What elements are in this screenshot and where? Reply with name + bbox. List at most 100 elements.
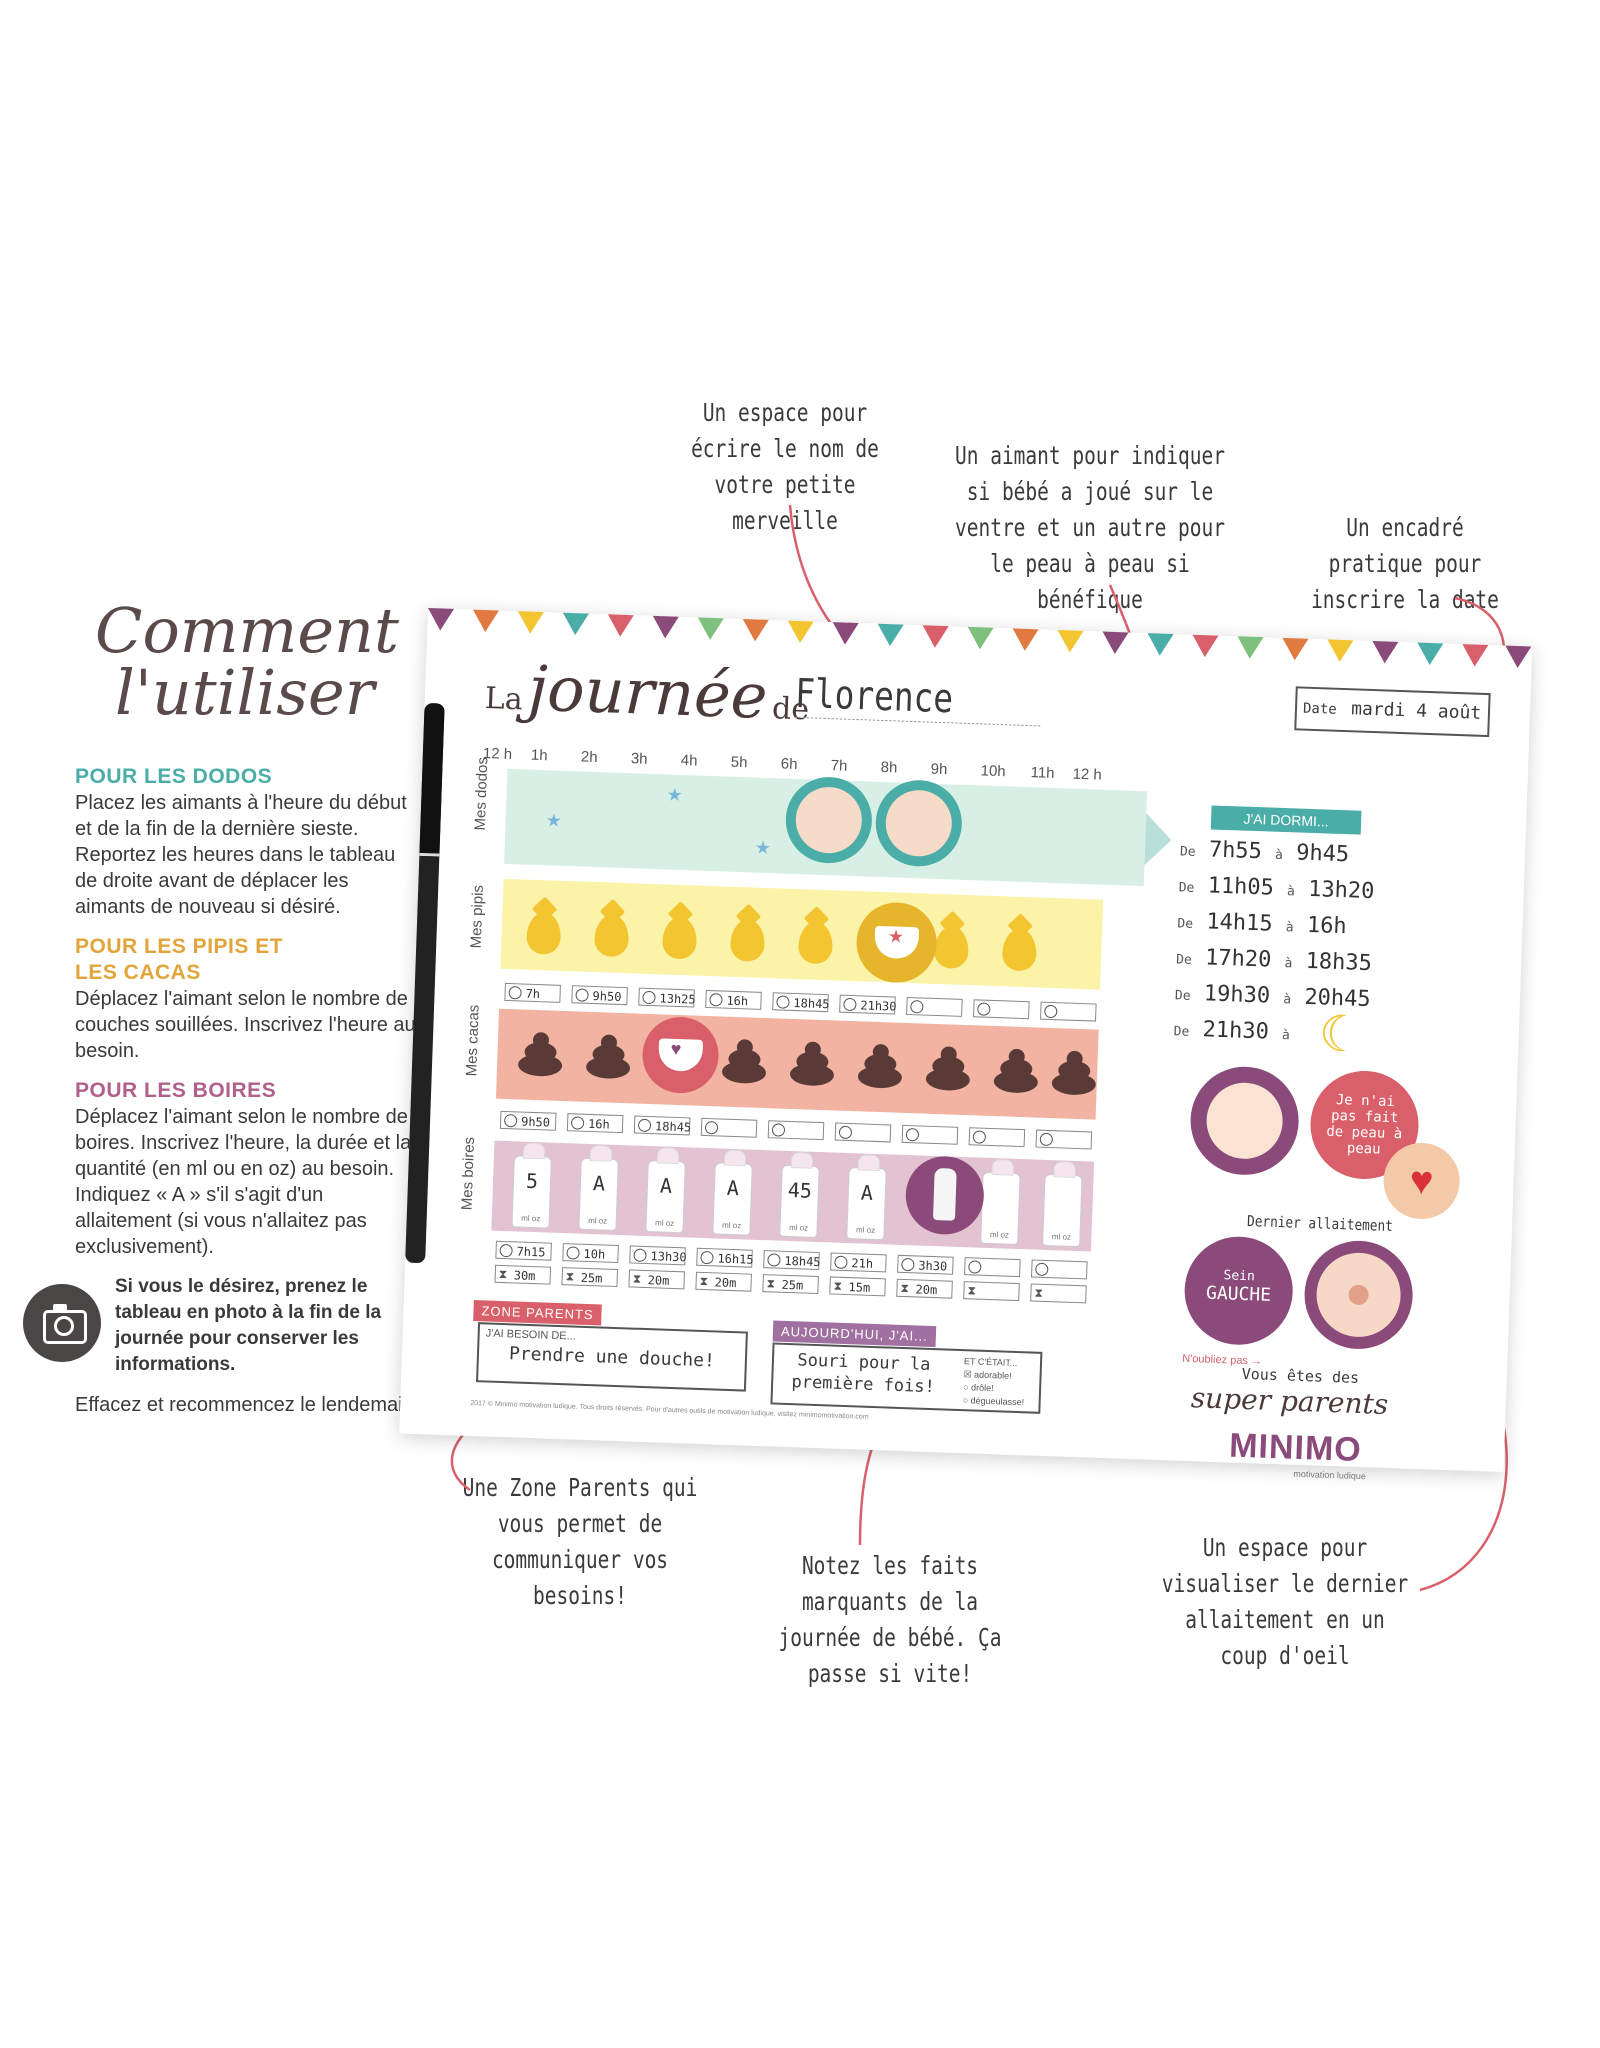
boire-time[interactable]: 21h — [830, 1252, 887, 1273]
caca-time[interactable] — [901, 1124, 959, 1145]
super-line-2: super parents — [1190, 1381, 1389, 1421]
camera-tip: Si vous le désirez, prenez le tableau en… — [23, 1274, 420, 1378]
sleep-to: 13h20 — [1307, 876, 1375, 905]
label-a: à — [1285, 920, 1294, 936]
hour-label: 1h — [530, 746, 548, 765]
bottle-unit: ml oz — [855, 1225, 876, 1235]
bottle-icon[interactable]: ml oz — [980, 1159, 1021, 1245]
bottle-icon[interactable]: ml oz — [1042, 1161, 1083, 1248]
sleep-from: 14h15 — [1205, 909, 1274, 937]
title-la: La — [484, 681, 524, 718]
boire-time[interactable]: 13h30 — [629, 1245, 687, 1266]
aujourdhui-box[interactable]: Souri pour la première fois! ET C'ÉTAIT.… — [770, 1342, 1043, 1414]
date-value: mardi 4 août — [1350, 698, 1482, 724]
boire-duration[interactable]: 20m — [628, 1269, 686, 1290]
sein-magnet[interactable]: Sein GAUCHE — [1182, 1234, 1295, 1347]
pipi-time[interactable]: 13h25 — [638, 987, 696, 1008]
breast-magnet[interactable] — [1302, 1239, 1415, 1351]
boire-duration[interactable]: 20m — [695, 1271, 752, 1292]
sleep-row[interactable]: De 17h20 à 18h35 — [1176, 944, 1372, 976]
caca-time[interactable]: 9h50 — [499, 1110, 557, 1131]
date-label: Date — [1302, 700, 1337, 718]
bottle-value — [983, 1185, 1019, 1186]
caca-time[interactable]: 16h — [566, 1113, 624, 1134]
etait-option[interactable]: ○ dégueulasse! — [962, 1395, 1025, 1408]
sleep-to: 18h35 — [1305, 948, 1373, 977]
sleep-row[interactable]: De 11h05 à 13h20 — [1178, 872, 1374, 904]
caca-time[interactable] — [968, 1127, 1026, 1148]
section-text: Déplacez l'aimant selon le nombre de cou… — [75, 988, 416, 1062]
boire-duration[interactable]: 20m — [896, 1278, 953, 1299]
boire-time[interactable]: 16h15 — [696, 1247, 754, 1268]
caca-time[interactable] — [1035, 1129, 1093, 1150]
boire-time[interactable]: 10h — [562, 1243, 619, 1264]
caca-time[interactable]: 18h45 — [633, 1115, 691, 1136]
poop-icon — [784, 1039, 842, 1089]
boire-time[interactable]: 7h15 — [495, 1240, 552, 1261]
pipi-time[interactable] — [1040, 1001, 1097, 1022]
boire-time[interactable]: 18h45 — [763, 1250, 821, 1271]
pipi-time[interactable]: 21h30 — [839, 994, 897, 1015]
callout-magnet: Un aimant pour indiquer si bébé a joué s… — [954, 441, 1226, 614]
section-boires: POUR LES BOIRES Déplacez l'aimant selon … — [75, 1078, 420, 1260]
hour-label: 8h — [880, 758, 898, 777]
pipi-time[interactable] — [906, 996, 963, 1017]
boire-duration[interactable] — [963, 1281, 1020, 1302]
caca-time[interactable] — [767, 1120, 825, 1141]
bottle-value: A — [659, 1173, 673, 1198]
section-dodos: POUR LES DODOS Placez les aimants à l'he… — [75, 764, 420, 920]
pipi-time[interactable]: 7h — [504, 982, 561, 1003]
bottle-unit: ml oz — [588, 1215, 608, 1226]
bottle-value: 45 — [787, 1177, 813, 1203]
boire-duration[interactable]: 30m — [494, 1264, 552, 1285]
section-text: Placez les aimants à l'heure du début et… — [75, 792, 407, 918]
baby-name-field[interactable]: Florence — [794, 670, 1042, 727]
heart-magnet[interactable]: ♥ — [1382, 1141, 1461, 1221]
callout-name-space: Un espace pour écrire le nom de votre pe… — [691, 398, 879, 535]
option-label: dégueulasse! — [970, 1395, 1025, 1408]
sleep-from: 17h20 — [1204, 945, 1272, 973]
bottle-value: A — [592, 1171, 606, 1196]
caca-time[interactable] — [834, 1122, 892, 1143]
sleep-row[interactable]: De 21h30 à — [1173, 1016, 1290, 1045]
boire-time[interactable] — [964, 1257, 1021, 1278]
section-heading: POUR LES PIPIS ET LES CACAS — [75, 935, 284, 984]
option-label: adorable! — [973, 1369, 1012, 1381]
sleep-to: 16h — [1306, 912, 1348, 940]
label-de: De — [1178, 880, 1195, 896]
pipi-time[interactable]: 16h — [705, 989, 762, 1010]
section-heading: POUR LES BOIRES — [75, 1079, 277, 1102]
sleep-to: 9h45 — [1295, 840, 1350, 868]
title-journee: journée — [526, 651, 769, 733]
tummy-time-magnet[interactable] — [1188, 1064, 1301, 1177]
poop-icon — [716, 1036, 774, 1086]
caca-time[interactable] — [700, 1117, 758, 1138]
boire-duration[interactable]: 25m — [561, 1267, 619, 1288]
boire-duration[interactable]: 15m — [829, 1276, 886, 1297]
camera-icon — [23, 1284, 101, 1362]
pipi-time[interactable] — [973, 999, 1030, 1020]
date-box[interactable]: Date mardi 4 août — [1294, 686, 1491, 738]
zone-parents-box[interactable]: J'AI BESOIN DE... Prendre une douche! — [476, 1322, 748, 1392]
sleep-row[interactable]: De 7h55 à 9h45 — [1180, 836, 1350, 867]
pipi-time[interactable]: 9h50 — [571, 985, 628, 1006]
hour-label: 2h — [580, 748, 598, 767]
boire-duration[interactable] — [1030, 1283, 1087, 1304]
callout-faits: Notez les faits marquants de la journée … — [778, 1551, 1002, 1688]
poop-icon — [851, 1041, 909, 1091]
sein-value: GAUCHE — [1205, 1282, 1272, 1306]
boire-time[interactable] — [1031, 1259, 1088, 1280]
bottle-unit: ml oz — [521, 1213, 541, 1224]
boire-duration[interactable]: 25m — [762, 1274, 819, 1295]
sleep-row[interactable]: De 14h15 à 16h — [1177, 908, 1347, 939]
bottle-unit: ml oz — [989, 1229, 1010, 1240]
star-icon: ★ — [545, 810, 563, 831]
boire-time[interactable]: 3h30 — [897, 1254, 954, 1275]
pipi-time[interactable]: 18h45 — [772, 992, 830, 1013]
